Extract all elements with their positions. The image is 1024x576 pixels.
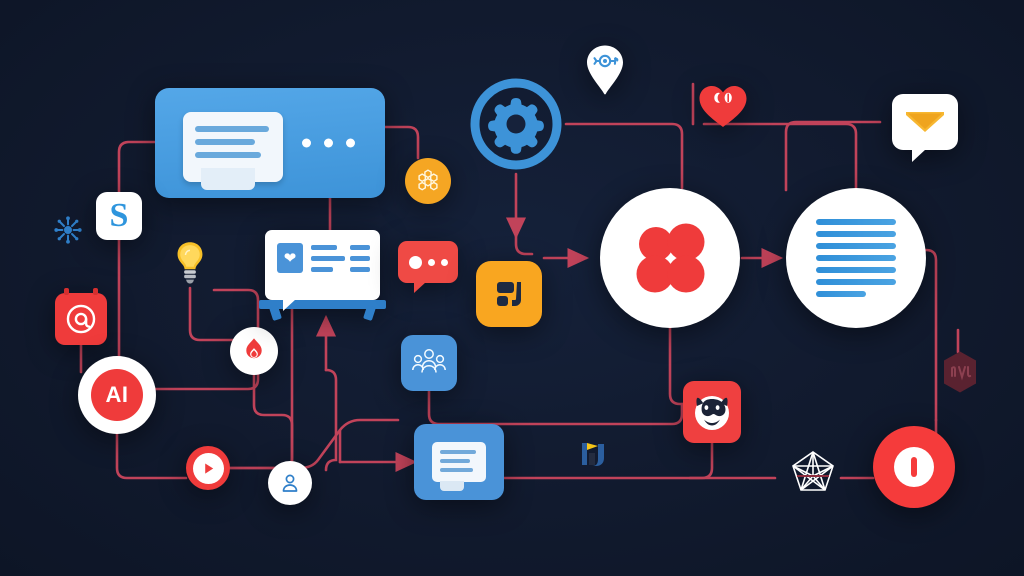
ellipsis-icon <box>302 138 355 148</box>
presentation-board[interactable]: ❤ <box>259 230 386 322</box>
letter-s-badge[interactable]: S <box>96 192 142 240</box>
text-lines-icon <box>816 219 896 297</box>
flame-icon <box>246 338 262 359</box>
envelope-icon <box>906 112 944 132</box>
messages-tile[interactable] <box>414 424 504 500</box>
hexagon-icon <box>944 351 976 393</box>
red-chat-bubble[interactable] <box>398 241 458 293</box>
mascot-tile[interactable] <box>683 381 741 443</box>
document-node[interactable] <box>786 188 926 328</box>
layout-tile[interactable] <box>476 261 542 327</box>
play-button[interactable] <box>186 446 230 490</box>
chat-dots-icon <box>398 241 458 293</box>
layout-blocks-icon <box>497 282 521 306</box>
honeycomb-icon <box>418 169 438 191</box>
heart-node[interactable] <box>698 84 748 128</box>
community-tile[interactable] <box>401 335 457 391</box>
ai-node[interactable]: AI <box>78 356 156 434</box>
blue-message-card[interactable]: Message card <box>155 88 385 198</box>
at-sign-icon <box>66 304 96 334</box>
ai-text-icon: AI <box>105 382 129 407</box>
at-sign-badge[interactable] <box>55 288 107 345</box>
four-dots-icon <box>636 223 705 293</box>
apps-grid-node[interactable] <box>600 188 740 328</box>
info-node[interactable] <box>873 426 955 508</box>
people-group-icon <box>412 349 446 373</box>
flag-icon[interactable] <box>578 438 610 472</box>
heart-thumbnail-icon: ❤ <box>277 243 303 273</box>
gear-icon <box>470 78 562 170</box>
user-avatar-node[interactable] <box>268 461 312 505</box>
honeycomb-node[interactable] <box>405 158 451 204</box>
location-pin[interactable] <box>583 44 627 96</box>
polyhedron-icon <box>792 451 834 491</box>
lightbulb-icon[interactable]: Idea <box>172 240 208 288</box>
info-bar-icon <box>894 447 934 487</box>
flag-icon-glyph <box>582 443 604 466</box>
letter-s-icon: S <box>109 197 129 234</box>
flame-node[interactable] <box>230 327 278 375</box>
hexagon-badge[interactable] <box>940 350 980 394</box>
cat-face-icon <box>695 396 729 430</box>
settings-node[interactable] <box>466 74 566 174</box>
heart-icon <box>699 86 747 127</box>
user-icon <box>282 474 298 492</box>
polyhedron-node[interactable] <box>785 448 841 504</box>
snowflake-icon[interactable]: Snowflake <box>53 215 83 245</box>
play-icon <box>204 462 213 474</box>
mail-bubble[interactable] <box>892 94 958 162</box>
document-card-icon <box>183 112 283 190</box>
map-pin-icon <box>587 45 623 95</box>
